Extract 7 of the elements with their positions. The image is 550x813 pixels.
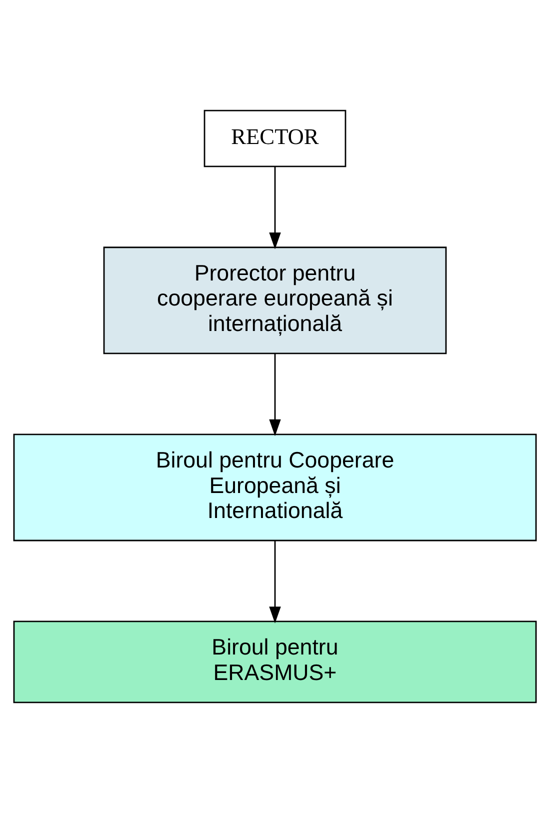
node-box: Biroul pentru ERASMUS+ <box>13 620 537 704</box>
node-box: Biroul pentru Cooperare Europeană și Internatională <box>13 434 537 542</box>
arrow <box>269 540 281 624</box>
node-box: RECTOR <box>204 110 346 168</box>
arrow <box>269 354 281 436</box>
node-box: Prorector pentru cooperare europeană și internațională <box>103 246 447 354</box>
arrow <box>269 166 281 250</box>
